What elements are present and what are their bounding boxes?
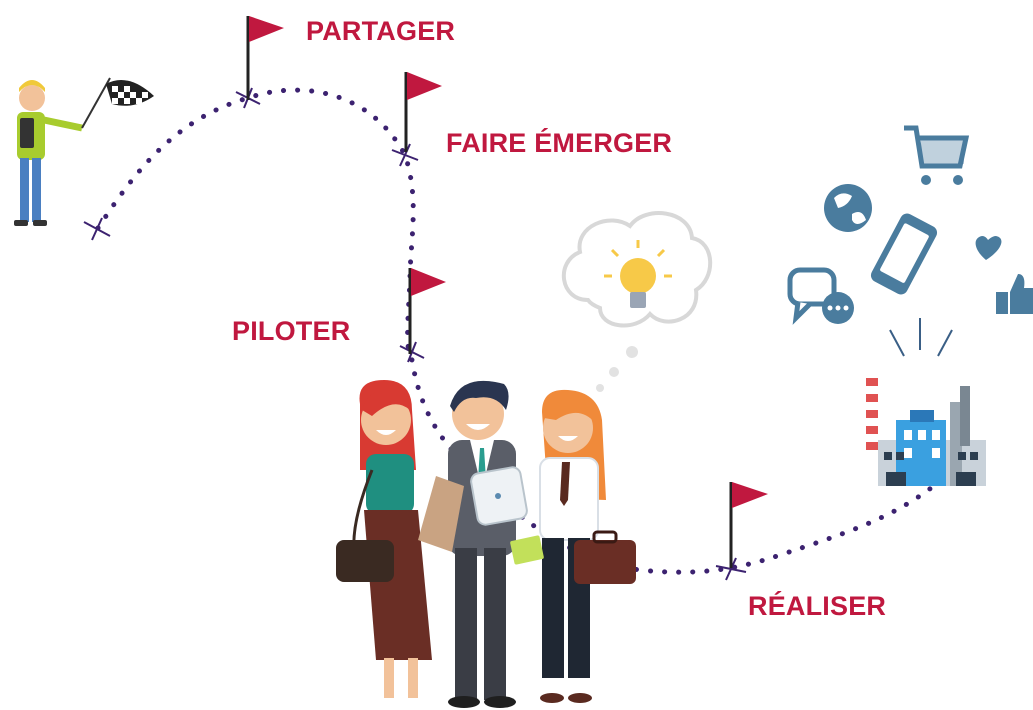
path-markers xyxy=(83,87,747,581)
smartphone-icon xyxy=(870,213,938,295)
step-label-piloter: PILOTER xyxy=(232,316,351,346)
step-label-partager: PARTAGER xyxy=(306,16,456,46)
flag-faire-emerger-icon xyxy=(404,72,442,152)
flag-piloter-icon xyxy=(408,268,446,354)
signal-lines xyxy=(889,318,953,357)
woman-red-hair xyxy=(336,380,464,698)
globe-icon xyxy=(824,184,872,232)
speech-bubble-icon xyxy=(787,267,854,325)
shopping-cart-icon xyxy=(904,125,970,185)
lightbulb-icon xyxy=(604,240,672,308)
step-label-realiser: RÉALISER xyxy=(748,591,887,621)
team-illustration xyxy=(336,380,636,708)
starter-person xyxy=(14,77,111,226)
woman-ginger-hair xyxy=(510,389,636,703)
dotted-journey-path xyxy=(95,87,938,575)
factory-icon xyxy=(866,378,986,486)
heart-icon xyxy=(975,236,1002,260)
step-label-faire-emerger: FAIRE ÉMERGER xyxy=(446,128,673,158)
flag-realiser-icon xyxy=(729,482,768,568)
thumbs-up-icon xyxy=(996,274,1033,314)
man-with-tablet xyxy=(448,380,528,708)
checkered-flag-icon xyxy=(106,80,154,106)
flag-partager-icon xyxy=(246,16,284,100)
